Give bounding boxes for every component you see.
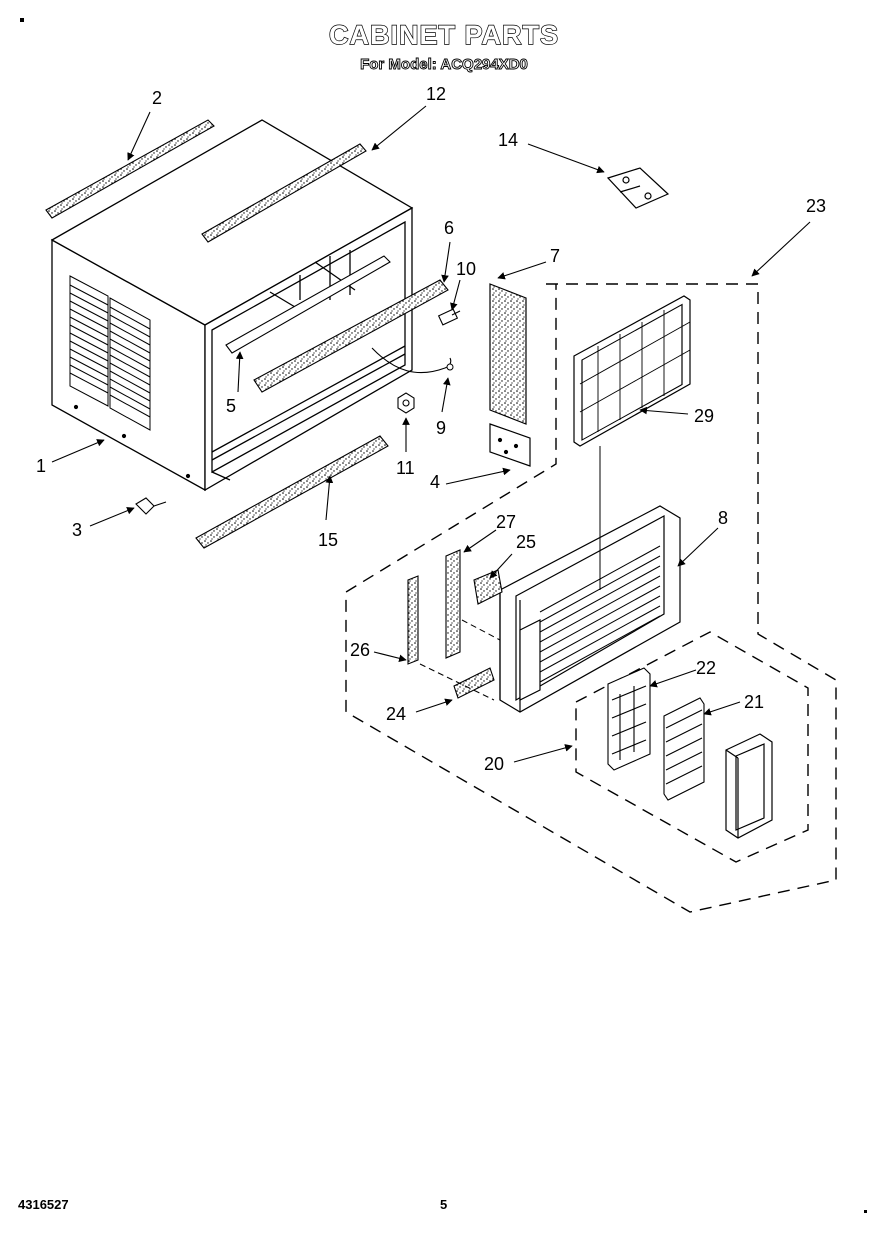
part-20-end-frame — [725, 733, 773, 839]
callout-labels: 2 12 14 23 6 7 10 5 9 29 1 11 4 8 3 27 1… — [36, 84, 826, 774]
corner-mark-bottom-right — [864, 1210, 867, 1213]
part-11-nut — [397, 392, 415, 414]
callout-4: 4 — [430, 472, 440, 492]
callout-8: 8 — [718, 508, 728, 528]
part-8-front-grille — [499, 505, 681, 713]
callout-24: 24 — [386, 704, 406, 724]
part-2-seal-strip — [45, 119, 215, 219]
part-10-screw — [437, 308, 461, 326]
callout-6: 6 — [444, 218, 454, 238]
part-6-gasket — [253, 279, 449, 393]
callout-21: 21 — [744, 692, 764, 712]
callout-2: 2 — [152, 88, 162, 108]
part-22-louver-frame — [607, 667, 651, 771]
part-15-gasket — [195, 435, 389, 549]
callout-10: 10 — [456, 259, 476, 279]
leader-lines — [51, 105, 811, 763]
callout-14: 14 — [498, 130, 518, 150]
part-25-foam-pad — [473, 569, 503, 605]
callout-23: 23 — [806, 196, 826, 216]
part-7-foam-pad — [489, 283, 527, 425]
part-4-block — [489, 423, 531, 467]
part-14-bracket — [606, 167, 670, 209]
corner-mark-top-left — [20, 18, 24, 22]
cabinet-wrapper — [50, 119, 414, 492]
callout-9: 9 — [436, 418, 446, 438]
callout-7: 7 — [550, 246, 560, 266]
part-21-louver-set — [663, 697, 705, 801]
part-12-seal-strip — [201, 143, 367, 243]
document-number: 4316527 — [18, 1197, 69, 1212]
callout-1: 1 — [36, 456, 46, 476]
callout-29: 29 — [694, 406, 714, 426]
callout-27: 27 — [496, 512, 516, 532]
part-3-screw — [135, 497, 167, 515]
callout-15: 15 — [318, 530, 338, 550]
part-26-foam-strip — [407, 575, 419, 665]
page-title: CABINET PARTS — [328, 19, 559, 50]
callout-25: 25 — [516, 532, 536, 552]
callout-3: 3 — [72, 520, 82, 540]
callout-20: 20 — [484, 754, 504, 774]
part-24-block — [453, 667, 495, 699]
page-number: 5 — [440, 1197, 448, 1212]
part-9-wire — [371, 347, 452, 374]
cabinet-louvers — [69, 275, 191, 479]
part-27-foam-strip — [445, 549, 461, 659]
part-29-filter — [573, 295, 691, 447]
callout-12: 12 — [426, 84, 446, 104]
dashed-boundaries — [345, 283, 837, 913]
model-subtitle: For Model: ACQ294XD0 — [360, 56, 529, 74]
callout-26: 26 — [350, 640, 370, 660]
callout-5: 5 — [226, 396, 236, 416]
part-5-rail — [225, 255, 391, 354]
callout-22: 22 — [696, 658, 716, 678]
callout-11: 11 — [396, 458, 415, 478]
